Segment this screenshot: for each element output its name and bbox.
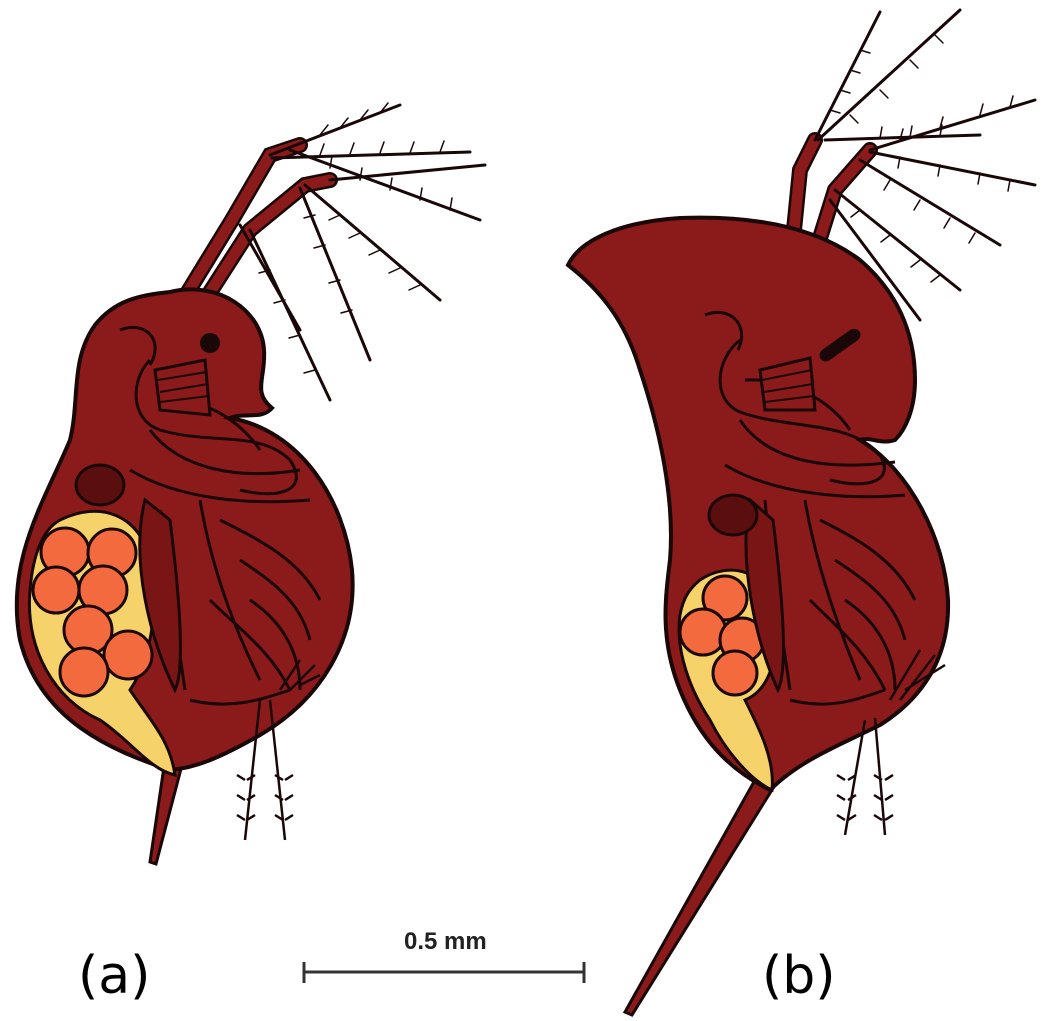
eye-a bbox=[200, 333, 220, 353]
daphnia-b bbox=[568, 10, 1035, 1015]
carapace-b bbox=[568, 218, 948, 790]
heart-b bbox=[709, 495, 757, 535]
scale-bar bbox=[304, 962, 584, 983]
tail-spine-b bbox=[625, 780, 775, 1015]
scale-bar-label: 0.5 mm bbox=[404, 928, 487, 956]
daphnia-a bbox=[17, 103, 485, 864]
panel-label-b: (b) bbox=[762, 950, 836, 1002]
tail-spine-a bbox=[150, 760, 182, 864]
panel-label-a: (a) bbox=[78, 950, 150, 1002]
heart-a bbox=[76, 465, 124, 505]
